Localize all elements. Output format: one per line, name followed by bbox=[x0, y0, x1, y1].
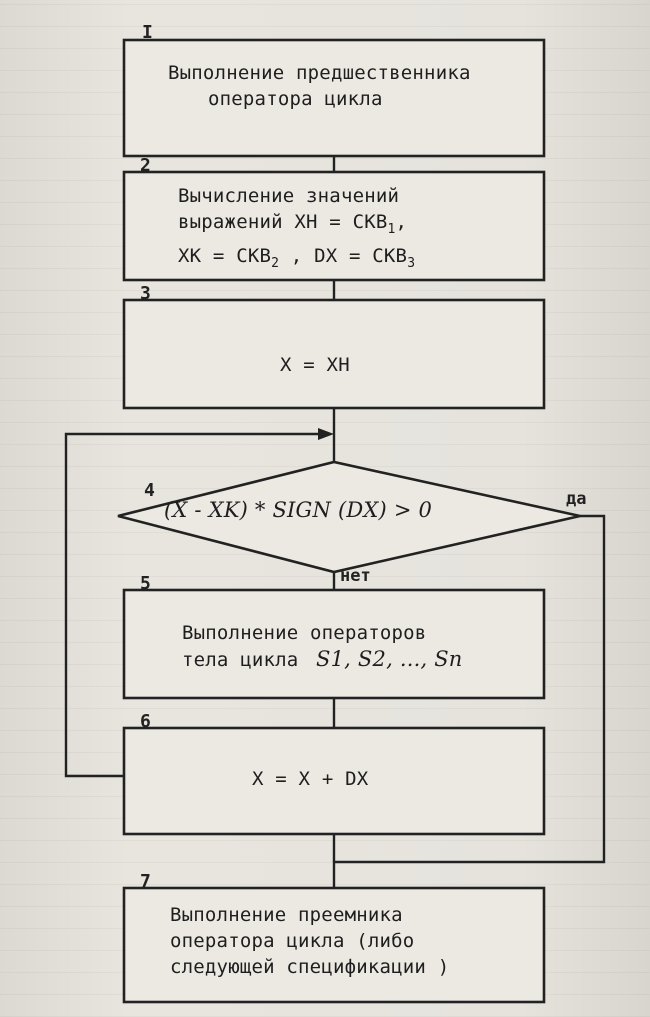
block-2-expr-xh: выражений ХН = СКВ bbox=[178, 211, 388, 233]
block-1-number: I bbox=[142, 22, 153, 43]
block-5-line-2: тела цикла S1, S2, ..., Sn bbox=[182, 646, 542, 673]
block-5-line-1: Выполнение операторов bbox=[182, 622, 427, 644]
block-3-number: 3 bbox=[140, 283, 151, 304]
block-5-text: Выполнение операторов тела цикла S1, S2,… bbox=[182, 620, 542, 673]
block-2-line-1: Вычисление значений bbox=[178, 185, 400, 207]
loop-back-arrowhead bbox=[318, 428, 334, 440]
block-4-number: 4 bbox=[144, 480, 155, 501]
block-7-box bbox=[122, 886, 546, 1004]
block-7-number: 7 bbox=[140, 871, 151, 892]
block-6-text: X = X + DX bbox=[252, 768, 369, 790]
block-2-sep-2: , bbox=[290, 244, 303, 267]
yes-exit-line bbox=[332, 514, 606, 888]
block-5-line-2-text: тела цикла bbox=[182, 649, 299, 671]
block-2-sep-1: , bbox=[395, 211, 408, 233]
block-6-number: 6 bbox=[140, 711, 151, 732]
block-2-sub-2: 2 bbox=[271, 255, 280, 271]
block-4-condition: (X - XK) * SIGN (DX) > 0 bbox=[164, 498, 433, 522]
block-7-line-1: Выполнение преемника bbox=[170, 904, 403, 926]
block-5-statements: S1, S2, ..., Sn bbox=[316, 647, 463, 671]
block-7-line-2: оператора цикла (либо bbox=[170, 930, 415, 952]
block-3-box bbox=[122, 298, 546, 410]
block-4-no-label: нет bbox=[340, 566, 371, 586]
block-2-expr-xk: ХК = СКВ bbox=[178, 244, 272, 267]
block-1-line-1: Выполнение предшественника bbox=[168, 62, 471, 84]
block-2-text: Вычисление значений выражений ХН = СКВ1,… bbox=[178, 183, 538, 277]
block-5-number: 5 bbox=[140, 573, 151, 594]
block-7-text: Выполнение преемника оператора цикла (ли… bbox=[170, 902, 540, 980]
block-3-text: X = XH bbox=[280, 354, 350, 376]
block-2-expr-dx: DX = СКВ bbox=[314, 244, 408, 267]
block-2-sub-1: 1 bbox=[387, 221, 396, 237]
block-4-yes-label: да bbox=[566, 489, 587, 509]
block-2-number: 2 bbox=[140, 155, 151, 176]
block-1-box bbox=[122, 38, 546, 158]
block-2-sub-3: 3 bbox=[407, 255, 416, 271]
loop-back-line bbox=[64, 432, 330, 778]
block-7-line-3: следующей спецификации ) bbox=[170, 956, 450, 978]
block-2-line-2: выражений ХН = СКВ1, bbox=[178, 209, 538, 243]
block-1-text: Выполнение предшественника оператора цик… bbox=[168, 60, 538, 112]
block-1-line-2: оператора цикла bbox=[208, 88, 383, 110]
block-2-line-3: ХК = СКВ2 , DX = СКВ3 bbox=[178, 243, 538, 277]
